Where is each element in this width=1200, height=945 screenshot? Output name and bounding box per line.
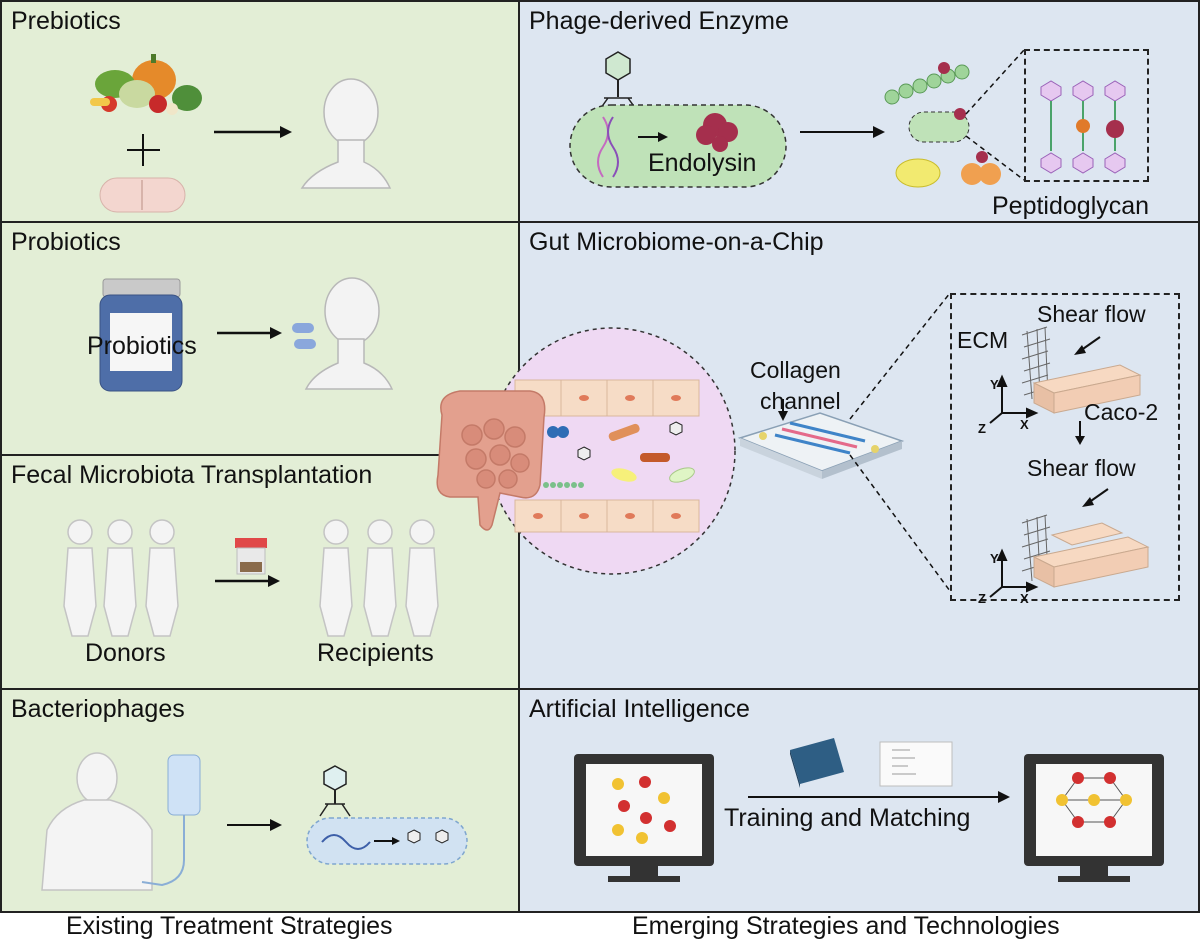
training-matching-label: Training and Matching <box>724 804 971 832</box>
down-arrow-icon <box>1075 421 1085 445</box>
recipients-label: Recipients <box>317 639 434 667</box>
arrow-icon <box>214 126 292 138</box>
probiotics-title: Probiotics <box>11 228 121 256</box>
caco2-cells-icon <box>1032 364 1142 414</box>
zoom-lines <box>965 49 1025 181</box>
endolysin-protein-icon <box>696 113 738 152</box>
patient-torso-icon <box>41 752 153 891</box>
bacteriophages-panel: Bacteriophages <box>0 688 520 913</box>
recipients-figures-icon <box>319 519 439 637</box>
fmt-illustration <box>63 519 439 637</box>
shear-arrow-icon <box>1074 336 1101 355</box>
gut-microbiome-illustration <box>436 327 736 575</box>
shear-arrow-icon <box>1082 488 1109 507</box>
right-caption: Emerging Strategies and Technologies <box>632 912 1060 940</box>
axis-z-label: Z <box>978 591 986 606</box>
shear-flow-label-1: Shear flow <box>1037 301 1146 327</box>
channel-label: channel <box>760 388 841 414</box>
zoom-lines <box>849 292 951 592</box>
book-icon <box>790 738 844 788</box>
axis-z-label: Z <box>978 421 986 436</box>
ai-illustration <box>574 738 1164 882</box>
arrow-icon <box>217 327 282 339</box>
plus-icon <box>127 134 160 166</box>
prebiotics-title: Prebiotics <box>11 7 121 35</box>
bacteriophage-icon <box>319 765 351 817</box>
ecm-label: ECM <box>957 327 1009 353</box>
probiotics-bottle-label: Probiotics <box>87 332 197 360</box>
gut-microbiome-circle <box>488 327 736 575</box>
iv-bag-icon <box>141 754 201 887</box>
computer-monitor-icon <box>1024 754 1164 882</box>
axis-icon <box>989 548 1039 598</box>
vegetables-icon <box>90 54 202 115</box>
ai-panel: Artificial Intelligence <box>518 688 1200 913</box>
caco2-cells-3d-icon <box>1032 522 1150 588</box>
fmt-panel: Fecal Microbiota Transplantation Donors … <box>0 454 520 690</box>
chip-title: Gut Microbiome-on-a-Chip <box>529 228 824 256</box>
probiotics-bottle-icon <box>99 278 183 392</box>
bacteriophage-icon <box>597 51 639 113</box>
ecm-mesh-icon <box>1021 326 1051 400</box>
arrow-icon <box>800 126 885 138</box>
collagen-label: Collagen <box>750 357 841 383</box>
human-head-icon <box>300 78 392 189</box>
intestine-icon <box>436 390 546 531</box>
bacteria-group-icon <box>884 62 1001 188</box>
human-head-icon <box>304 277 394 390</box>
prebiotics-illustration <box>90 54 392 213</box>
prebiotics-panel: Prebiotics <box>0 0 520 223</box>
paper-document-icon <box>879 741 953 787</box>
axis-x-label: X <box>1020 591 1029 606</box>
peptidoglycan-structure-icon <box>1040 80 1126 174</box>
donors-figures-icon <box>63 519 179 637</box>
arrow-icon <box>227 819 282 831</box>
computer-monitor-icon <box>574 754 714 882</box>
phage-enzyme-title: Phage-derived Enzyme <box>529 7 789 35</box>
axis-icon <box>989 374 1039 424</box>
probiotics-illustration <box>99 277 394 392</box>
chip-illustration <box>737 292 951 592</box>
left-caption: Existing Treatment Strategies <box>66 912 393 940</box>
probiotics-panel: Probiotics Probiotics <box>0 221 520 456</box>
fmt-title: Fecal Microbiota Transplantation <box>11 461 373 489</box>
arrow-icon <box>215 575 280 587</box>
shear-flow-detail-illustration <box>989 326 1150 598</box>
peptidoglycan-box <box>1024 49 1149 182</box>
axis-x-label: X <box>1020 417 1029 432</box>
infected-bacterium-icon <box>306 817 468 865</box>
donors-label: Donors <box>85 639 166 667</box>
endolysin-label: Endolysin <box>648 149 757 177</box>
pill-icon <box>99 177 186 213</box>
axis-y-label: Y <box>990 551 999 566</box>
bacteriophages-illustration <box>41 752 468 891</box>
stool-sample-jar-icon <box>235 538 267 575</box>
caco2-label: Caco-2 <box>1084 399 1159 425</box>
capsules-icon <box>292 323 316 349</box>
peptidoglycan-label: Peptidoglycan <box>992 192 1150 220</box>
phage-enzyme-illustration <box>569 49 1025 188</box>
shear-flow-detail-box: Shear flow ECM Caco-2 Shear flow Y X Z Y… <box>950 293 1180 606</box>
arrow-icon <box>748 791 1010 803</box>
shear-flow-label-2: Shear flow <box>1027 455 1136 481</box>
ai-title: Artificial Intelligence <box>529 695 750 723</box>
axis-y-label: Y <box>990 377 999 392</box>
phage-enzyme-panel: Phage-derived Enzyme <box>518 0 1200 223</box>
bacteriophages-title: Bacteriophages <box>11 695 185 723</box>
microfluidic-chip-icon <box>737 399 905 479</box>
